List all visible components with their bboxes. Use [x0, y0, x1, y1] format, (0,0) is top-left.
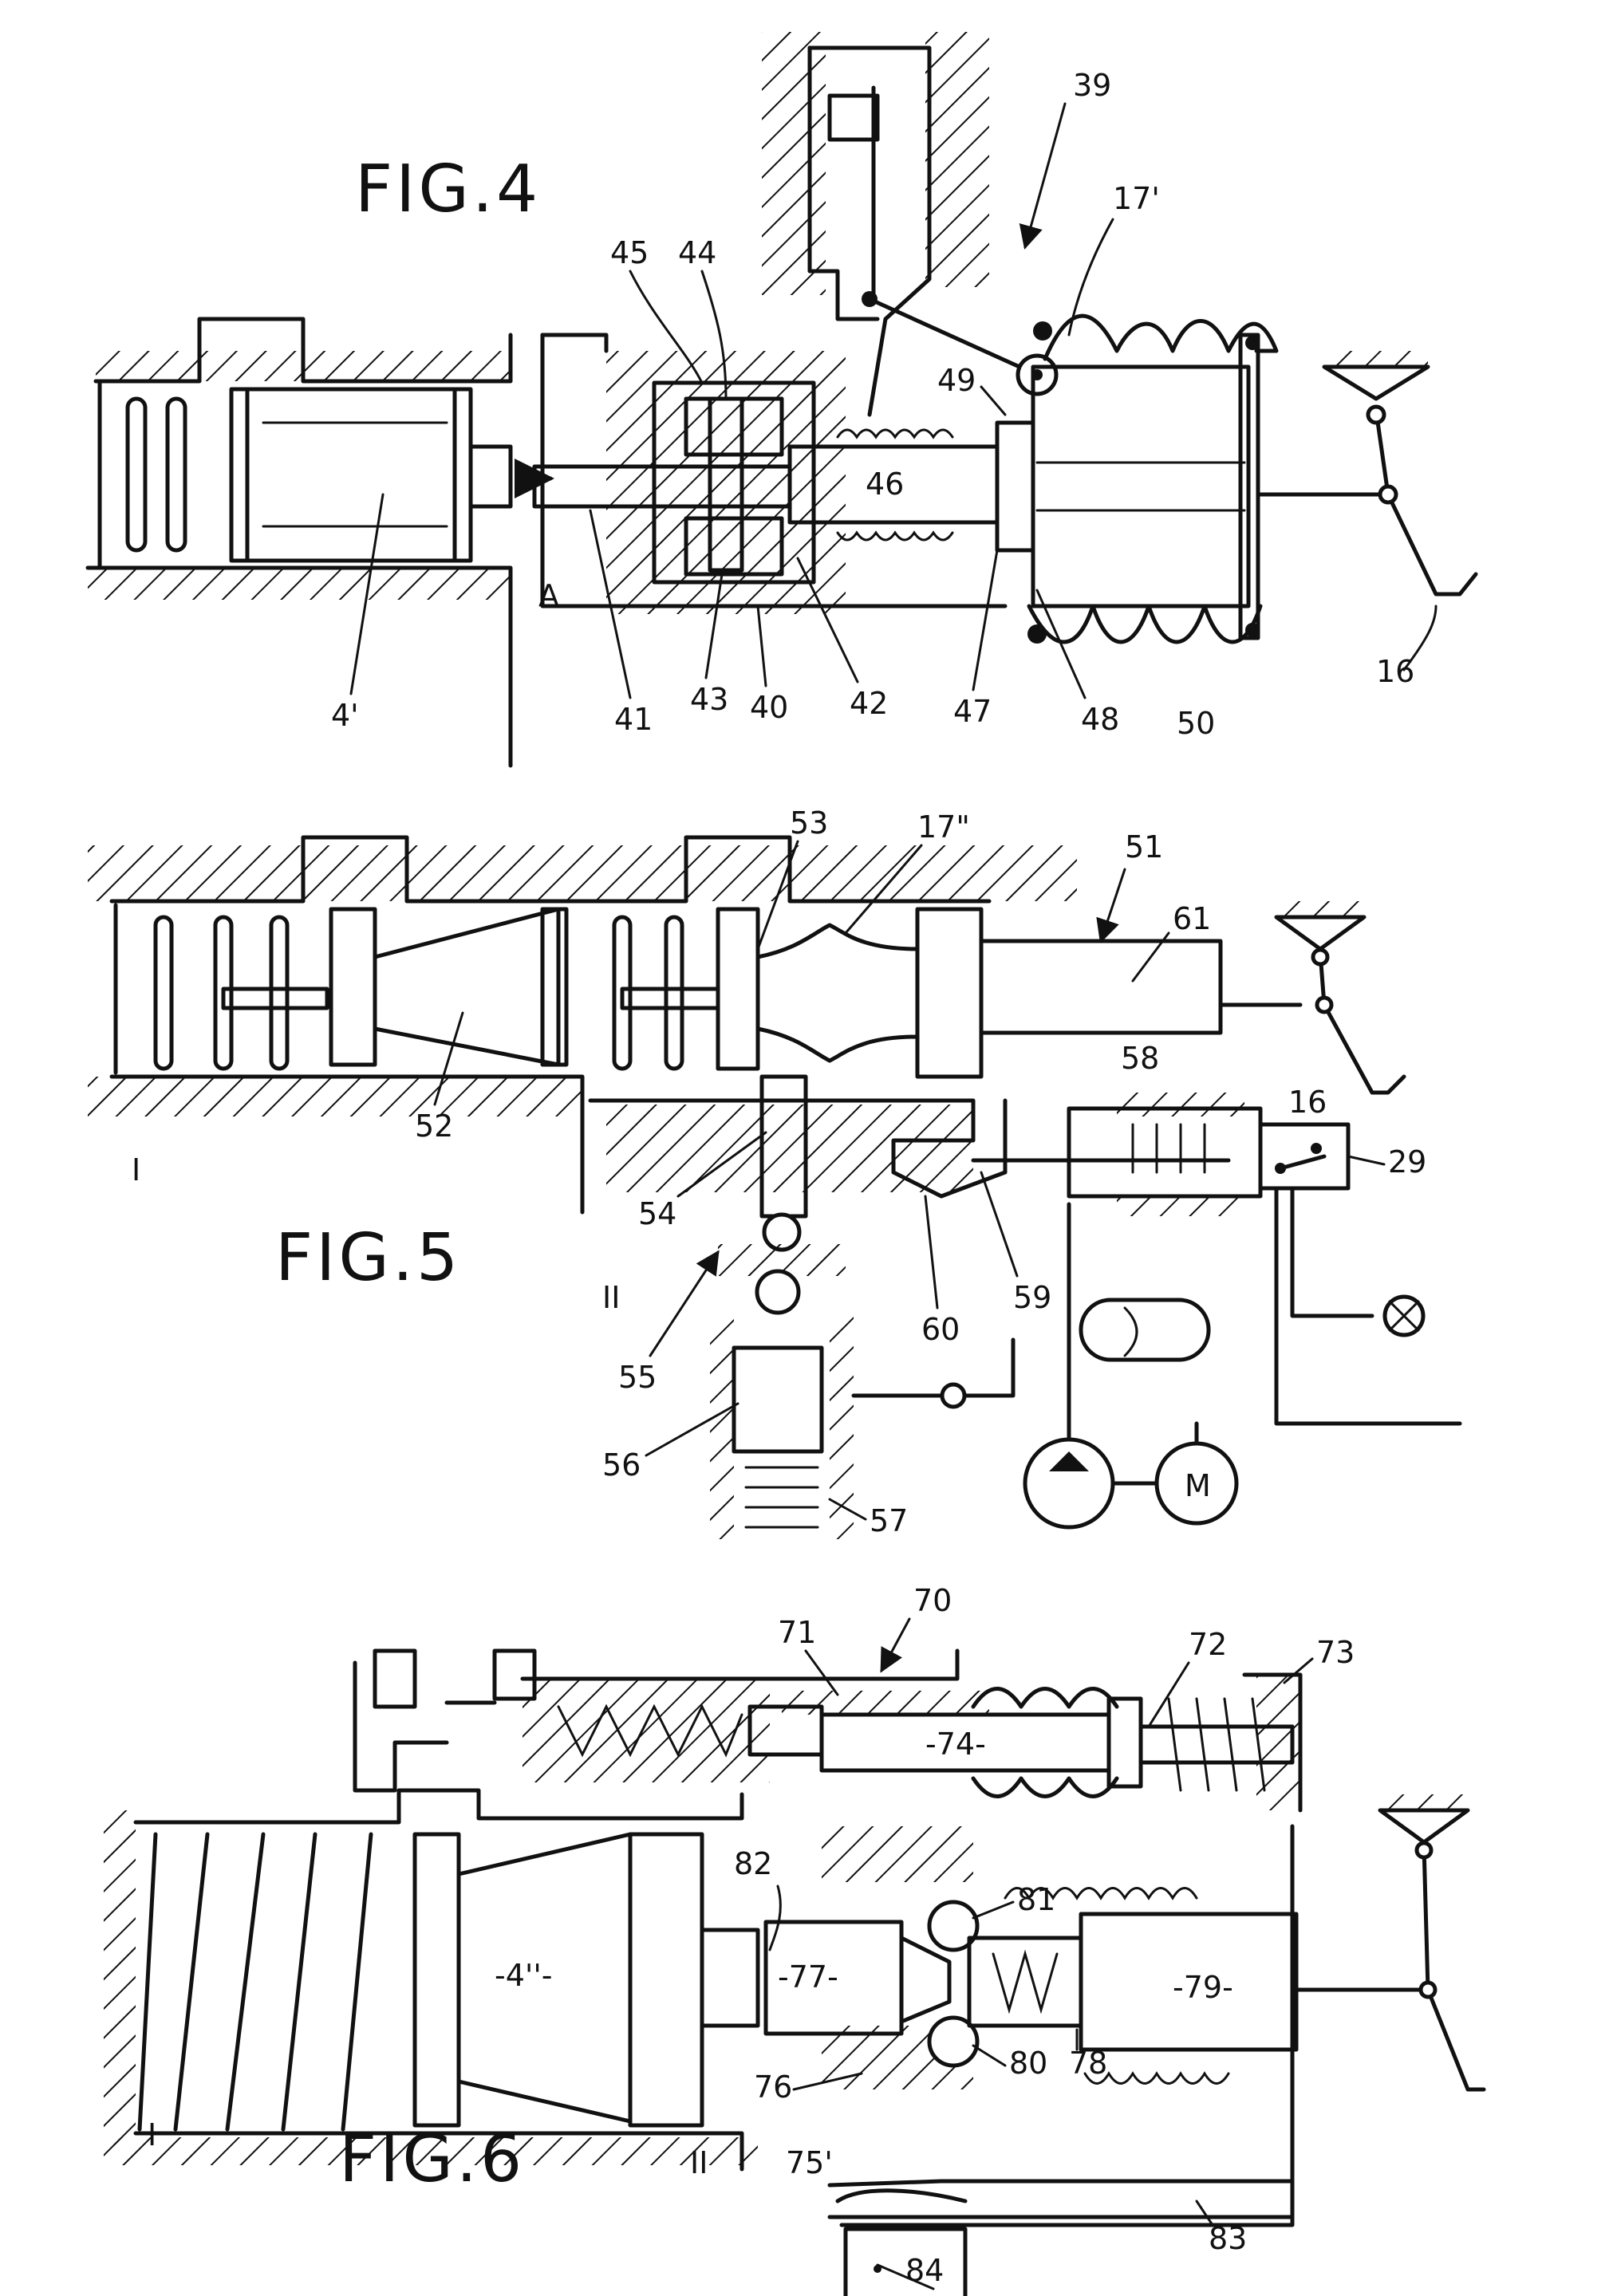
- fig4-label-47: 47: [953, 694, 992, 729]
- fig6-label-II: II: [690, 2145, 708, 2180]
- fig6-label-84: 84: [905, 2253, 944, 2288]
- fig4-label-49: 49: [937, 363, 976, 398]
- fig6-label-77: -77-: [778, 1959, 838, 1995]
- fig6-label-80: 80: [1009, 2046, 1047, 2081]
- fig6-label-74: -74-: [925, 1727, 986, 1762]
- fig4-label-43: 43: [690, 682, 728, 717]
- fig5-valve-block: [590, 1077, 1013, 1539]
- fig6-label-71: 71: [778, 1615, 816, 1650]
- fig4-label-44: 44: [678, 235, 716, 270]
- fig4-label-39: 39: [1073, 68, 1111, 103]
- figure-4: FIG.4: [88, 32, 1476, 766]
- fig5-label-61: 61: [1173, 901, 1211, 936]
- fig6-label-72: 72: [1189, 1627, 1227, 1662]
- fig5-brake-pedal: [1276, 901, 1404, 1093]
- fig6-label-78: 78: [1069, 2046, 1107, 2081]
- fig5-label-52: 52: [415, 1109, 453, 1144]
- fig4-label-17p: 17': [1113, 181, 1160, 216]
- fig5-label-60: 60: [921, 1312, 960, 1347]
- fig4-label-48: 48: [1081, 702, 1119, 737]
- fig4-label-A: A: [538, 578, 559, 613]
- fig6-label-76: 76: [754, 2070, 792, 2105]
- fig4-left-housing: [88, 319, 550, 766]
- fig6-label-79: -79-: [1173, 1970, 1233, 2005]
- fig5-label-58: 58: [1121, 1041, 1159, 1076]
- fig4-label-16: 16: [1376, 654, 1414, 689]
- fig5-label-57: 57: [870, 1503, 908, 1538]
- fig6-label-81: 81: [1017, 1882, 1055, 1917]
- fig4-brake-pedal: [1324, 351, 1476, 670]
- figure-4-title: FIG.4: [355, 152, 541, 227]
- fig5-label-55: 55: [618, 1360, 657, 1395]
- fig6-label-I: I: [148, 2117, 156, 2152]
- fig6-brake-pedal: [1380, 1794, 1484, 2089]
- fig6-label-70: 70: [913, 1583, 952, 1618]
- fig5-label-59: 59: [1013, 1280, 1051, 1315]
- fig4-label-46: 46: [866, 467, 904, 502]
- fig5-label-17pp: 17": [917, 809, 970, 845]
- fig4-label-4p: 4': [331, 698, 359, 733]
- fig6-upper-valve-assembly: [355, 1651, 1300, 1810]
- fig5-label-56: 56: [602, 1447, 641, 1483]
- fig6-label-4pp: -4''-: [495, 1958, 553, 1993]
- fig5-label-I: I: [132, 1152, 140, 1187]
- fig5-label-53: 53: [790, 805, 828, 841]
- fig4-label-40: 40: [750, 690, 788, 725]
- figure-6: FIG.6: [104, 1583, 1484, 2296]
- fig4-label-45: 45: [610, 235, 649, 270]
- figure-5-title: FIG.5: [275, 1220, 461, 1296]
- fig6-label-73: 73: [1316, 1635, 1355, 1670]
- fig5-label-16: 16: [1288, 1085, 1327, 1120]
- fig4-label-50: 50: [1177, 706, 1215, 741]
- fig5-label-54: 54: [638, 1196, 676, 1231]
- fig6-master-cylinder: [104, 1790, 758, 2169]
- fig5-label-29: 29: [1388, 1144, 1426, 1180]
- fig5-label-M: M: [1185, 1468, 1211, 1503]
- fig5-control-valve: [973, 1093, 1460, 1424]
- fig6-label-82: 82: [734, 1846, 772, 1881]
- fig5-label-II: II: [602, 1280, 620, 1315]
- fig6-label-83: 83: [1209, 2221, 1247, 2256]
- fig6-label-75p: 75': [786, 2145, 833, 2180]
- fig4-label-41: 41: [614, 702, 653, 737]
- fig5-label-51: 51: [1125, 829, 1163, 864]
- figure-5: FIG.5: [88, 805, 1460, 1539]
- fig4-label-42: 42: [850, 686, 888, 721]
